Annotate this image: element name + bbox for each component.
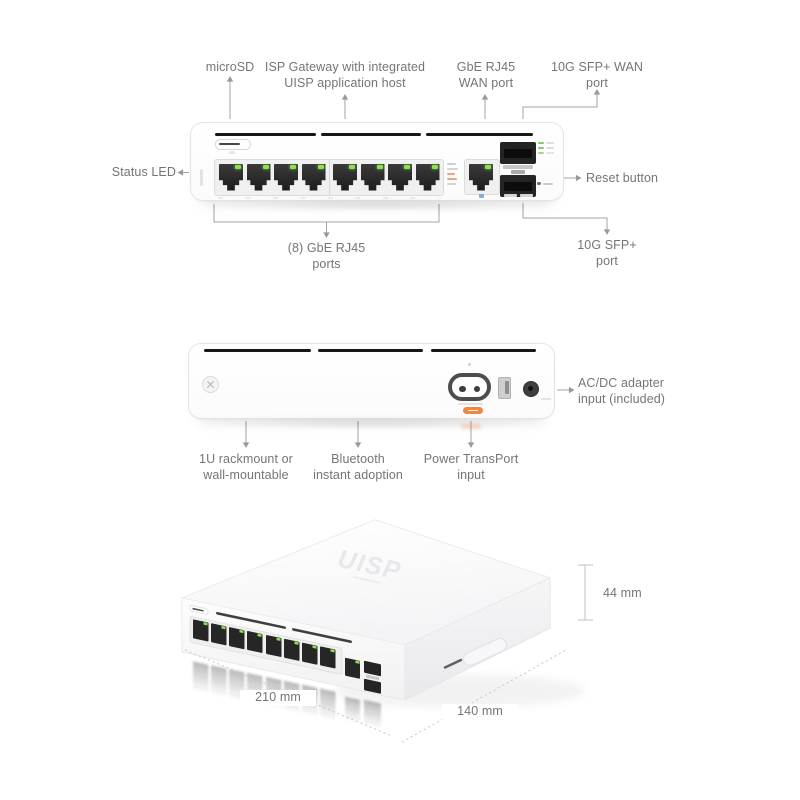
rj45-port-8 xyxy=(415,163,440,191)
wan-port-bezel xyxy=(464,159,500,195)
label-marking xyxy=(504,194,517,197)
connector-slot xyxy=(504,380,509,394)
height-dimension-bracket xyxy=(578,564,593,621)
ports-bezel-3d xyxy=(189,616,343,675)
acdc-adapter-label: AC/DC adapter input (included) xyxy=(578,376,666,406)
port-group-divider xyxy=(328,160,330,195)
badge-reflection xyxy=(461,424,481,429)
microsd-opening-3d xyxy=(192,607,204,612)
rj45-port-3 xyxy=(274,163,298,191)
device-back-panel xyxy=(188,343,555,419)
vent-slot xyxy=(321,133,421,136)
rackmount-label: 1U rackmount or wall-mountable xyxy=(199,452,293,482)
power-transport-inlet xyxy=(448,373,491,401)
side-handle-recess xyxy=(463,638,507,666)
sfp-cage-slot xyxy=(504,149,532,158)
reset-button-pinhole xyxy=(537,181,541,185)
device-3d-top-face xyxy=(181,519,551,646)
inlet-pin-hole xyxy=(473,385,480,392)
device-3d-right-face xyxy=(404,577,551,701)
wan-globe-marking xyxy=(479,194,484,198)
sfp-cage-slot xyxy=(504,182,532,191)
port-led-green xyxy=(349,164,355,169)
vent-slot xyxy=(426,133,533,136)
gbe-ports-label: (8) GbE RJ45 ports xyxy=(287,241,366,271)
microsd-label: microSD xyxy=(205,60,255,74)
device-3d-silhouette xyxy=(181,519,551,701)
polarity-marking xyxy=(467,363,471,366)
port-led-green xyxy=(262,164,269,169)
rj45-ports-3d xyxy=(193,619,360,679)
front-face-details xyxy=(189,605,381,694)
rj45-port-7 xyxy=(388,163,412,191)
rj45-port-4 xyxy=(301,163,326,191)
dc-rating-marking xyxy=(541,398,551,400)
mount-screw xyxy=(202,376,219,393)
badge-text-marking xyxy=(467,409,478,412)
side-slot-marking xyxy=(443,658,463,669)
port-led-green xyxy=(235,164,241,169)
sfp-wan-label: 10G SFP+ WAN port xyxy=(550,60,644,90)
port-number-markings xyxy=(218,197,439,199)
rj45-port-5 xyxy=(333,163,357,191)
device-3d-view: UISP xyxy=(181,519,593,743)
vent-slot-3d xyxy=(216,611,286,629)
device-3d-front-face xyxy=(181,597,406,701)
label-marking xyxy=(520,194,533,197)
uisp-logo-text: UISP xyxy=(335,545,404,586)
gbe-wan-label: GbE RJ45 WAN port xyxy=(456,60,516,90)
microsd-slot xyxy=(215,139,251,150)
sfp-port-label: 10G SFP+ port xyxy=(577,238,637,268)
port-led-green xyxy=(431,164,438,169)
rj45-port-1 xyxy=(219,163,243,191)
reset-button-label: Reset button xyxy=(586,171,659,185)
depth-dimension-line xyxy=(401,649,567,743)
port-led-green xyxy=(317,164,324,169)
wan-rj45-port xyxy=(469,163,493,191)
microsd-marking xyxy=(229,151,235,154)
vent-slot-3d xyxy=(292,628,352,643)
port-led-green xyxy=(485,164,491,169)
sfp-cages xyxy=(500,142,536,199)
ground-reflection xyxy=(335,674,585,708)
height-dimension-label: 44 mm xyxy=(600,586,645,602)
sfp-latch-3d xyxy=(366,674,379,681)
vent-slot xyxy=(318,349,423,352)
front-device-shadow xyxy=(195,199,560,211)
power-transport-label: Power TransPort input xyxy=(423,452,519,482)
orange-rating-badge xyxy=(462,407,483,414)
sfp-cage-3d xyxy=(364,660,381,677)
transport-connector xyxy=(498,377,511,399)
bluetooth-label: Bluetooth instant adoption xyxy=(313,452,403,482)
port-led-green xyxy=(290,164,296,169)
reset-marking xyxy=(543,182,553,185)
sfp-cage-3d xyxy=(364,678,381,694)
back-device-shadow xyxy=(193,417,551,429)
status-led-label: Status LED xyxy=(111,165,176,179)
port-led-green xyxy=(404,164,410,169)
power-transport-marking xyxy=(458,402,483,405)
width-dimension-label: 210 mm xyxy=(240,690,316,706)
microsd-slot-opening xyxy=(219,142,240,146)
rj45-port-2 xyxy=(246,163,271,191)
uisp-logo: UISP xyxy=(335,545,404,586)
sfp-latch xyxy=(503,165,533,169)
vent-slot xyxy=(215,133,316,136)
isp-gateway-label: ISP Gateway with integrated UISP applica… xyxy=(264,60,426,90)
port-led-green xyxy=(376,164,383,169)
sfp-pull-tab xyxy=(511,170,525,174)
logo-subtext-marking xyxy=(352,576,381,584)
rj45-port-6 xyxy=(360,163,385,191)
vent-slot xyxy=(204,349,311,352)
vent-slot xyxy=(431,349,536,352)
device-front-panel xyxy=(190,122,564,201)
status-led-indicator xyxy=(200,169,203,186)
inlet-pin-hole xyxy=(459,385,466,392)
depth-dimension-label: 140 mm xyxy=(442,704,518,720)
dc-jack xyxy=(523,381,539,397)
port-leds-3d xyxy=(203,622,360,664)
microsd-slot-3d xyxy=(189,605,209,615)
gbe-ports-bezel xyxy=(214,159,444,196)
dc-jack-pin-hole xyxy=(528,386,533,391)
